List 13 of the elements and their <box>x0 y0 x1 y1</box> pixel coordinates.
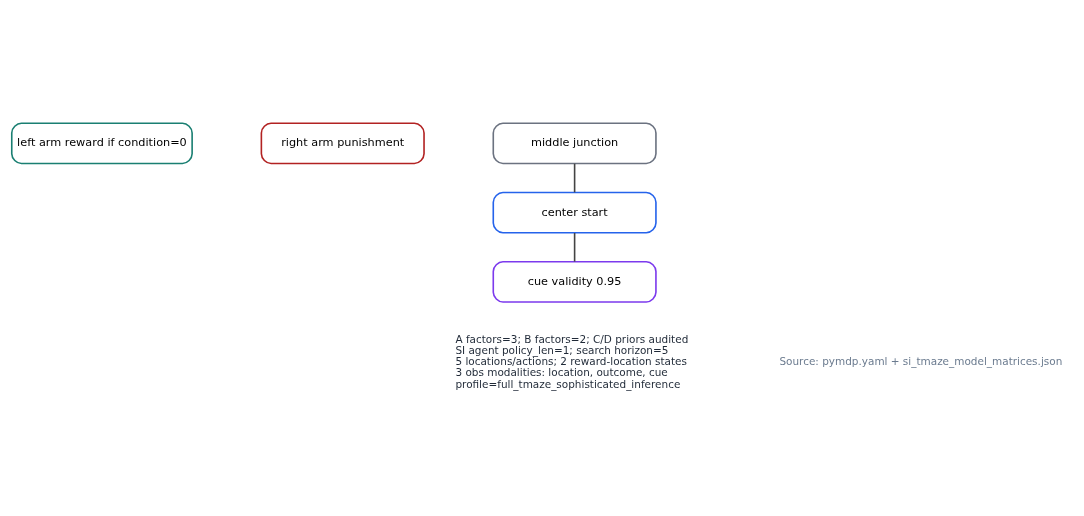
node-box: center start <box>492 191 657 234</box>
node-box: cue validity 0.95 <box>492 260 657 303</box>
label: SI agent policy_len=1; search horizon=5 <box>455 343 669 356</box>
connector <box>573 162 576 193</box>
label: A factors=3; B factors=2; C/D priors audited <box>455 332 689 345</box>
label: 5 locations/actions; 2 reward-location states <box>455 354 687 367</box>
node-box: left arm reward if condition=0 <box>10 121 193 164</box>
label: 3 obs modalities: location, outcome, cue <box>455 365 668 378</box>
label: profile=full_tmaze_sophisticated_inference <box>455 377 681 390</box>
connector <box>573 231 576 262</box>
node-box: right arm punishment <box>260 121 425 164</box>
label: Source: pymdp.yaml + si_tmaze_model_matrices.json <box>779 354 1063 367</box>
node-box: middle junction <box>492 121 657 164</box>
